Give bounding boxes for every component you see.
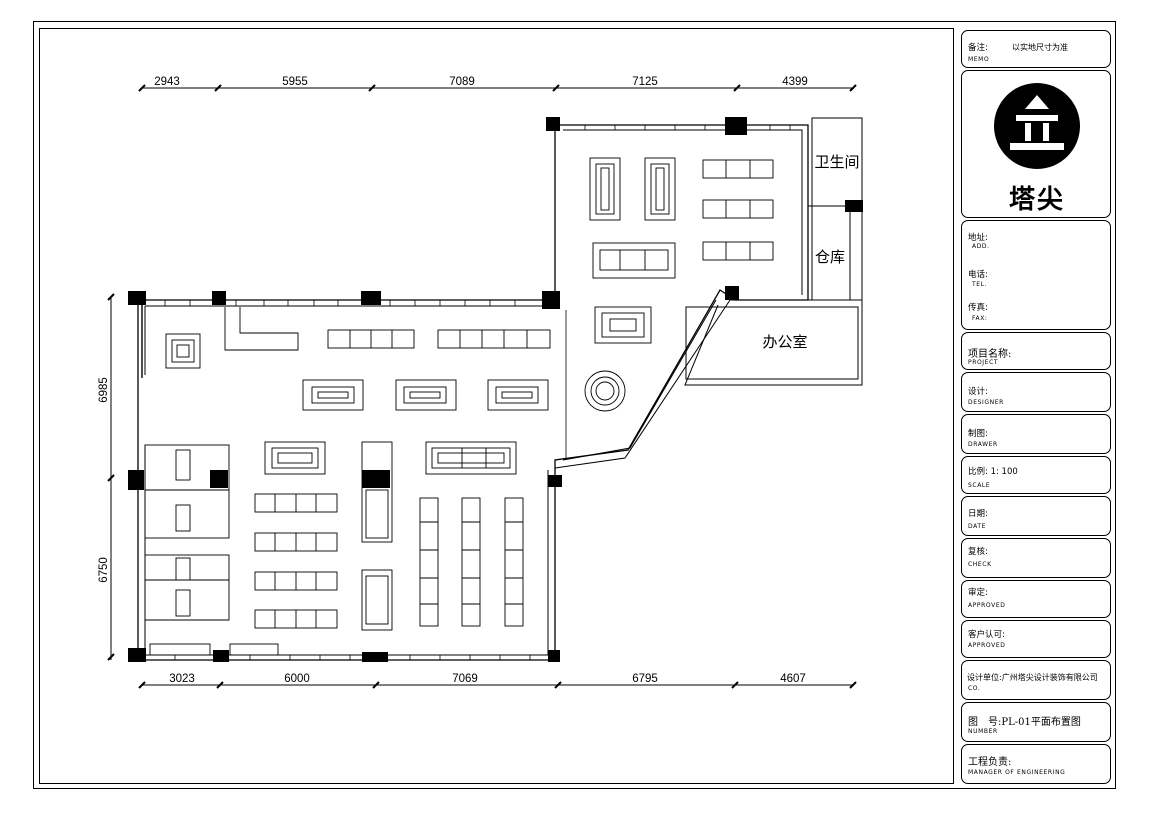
project-cell: 项目名称: PROJECT [961,332,1111,370]
dim-top-1: 2943 [154,76,180,88]
dim-bottom-5: 4607 [780,673,806,685]
approved-label-en: APPROVED [968,602,1006,609]
drawing-area-border [39,28,954,784]
project-label: 项目名称: [968,349,1012,360]
engineering-manager-cell: 工程负责: MANAGER OF ENGINEERING [961,744,1111,784]
office-room [685,306,859,380]
dim-top-2: 5955 [282,76,308,88]
drawing-sheet-border [33,21,1116,789]
tel-label: 电话: [968,270,988,280]
check-cell: 复核: CHECK [961,538,1111,578]
engineering-manager-label-en: MANAGER OF ENGINEERING [968,769,1066,776]
company-cell: 设计单位:广州塔尖设计装饰有限公司 CO. [961,660,1111,700]
dim-bottom-1: 3023 [169,673,195,685]
logo-cell: 塔尖 [961,70,1111,218]
fax-label: 传真: [968,303,988,313]
drawer-label: 制图: [968,429,988,439]
drawer-label-en: DRAWER [968,441,998,448]
scale-cell: 比例: 1: 100 SCALE [961,456,1111,494]
toilet-room [811,117,863,207]
dim-top-4: 7125 [632,76,658,88]
date-label-en: DATE [968,523,987,530]
client-approval-label: 客户认可: [968,630,1005,640]
memo-label: 备注: [968,43,988,53]
tel-label-en: TEL. [972,281,988,288]
dim-left-2: 6750 [98,557,110,583]
project-label-en: PROJECT [968,359,999,366]
date-label: 日期: [968,509,988,519]
scale-label-en: SCALE [968,482,991,489]
drawing-number-label-en: NUMBER [968,728,998,735]
address-label-en: ADD. [972,243,990,250]
check-label-en: CHECK [968,561,992,568]
approved-cell: 审定: APPROVED [961,580,1111,618]
store-fixtures [141,157,774,656]
engineering-manager-label: 工程负责: [968,757,1012,768]
memo-cell: 备注: MEMO 以实地尺寸为准 [961,30,1111,68]
company-logo-icon [994,83,1080,169]
dim-left-1: 6985 [98,377,110,403]
client-approval-cell: 客户认可: APPROVED [961,620,1111,658]
store-outline [137,124,809,661]
client-approval-label-en: APPROVED [968,642,1006,649]
address-label: 地址: [968,233,988,243]
drawing-number-cell: 图 号:PL-01平面布置图 NUMBER [961,702,1111,742]
room-label-toilet: 卫生间 [814,153,859,171]
designer-label-en: DESIGNER [968,399,1004,406]
approved-label: 审定: [968,588,988,598]
fax-label-en: FAX: [972,315,988,322]
contact-cell: 地址: ADD. 电话: TEL. 传真: FAX: [961,220,1111,330]
room-label-office: 办公室 [762,333,807,351]
memo-label-en: MEMO [968,56,990,63]
memo-value: 以实地尺寸为准 [1012,43,1068,52]
logo-text: 塔尖 [1008,185,1065,215]
designer-cell: 设计: DESIGNER [961,372,1111,412]
scale-label: 比例: 1: 100 [968,467,1018,477]
dim-top-3: 7089 [449,76,475,88]
drawing-number-label: 图 号:PL-01平面布置图 [968,717,1081,728]
company-label-en: CO. [968,685,981,692]
check-label: 复核: [968,547,988,557]
dim-bottom-4: 6795 [632,673,658,685]
dim-bottom-3: 7069 [452,673,478,685]
date-cell: 日期: DATE [961,496,1111,536]
structural-columns [128,117,863,662]
company-label: 设计单位:广州塔尖设计装饰有限公司 [967,673,1098,682]
dim-top-5: 4399 [782,76,808,88]
dim-bottom-2: 6000 [284,673,310,685]
designer-label: 设计: [968,387,988,397]
room-label-storage: 仓库 [815,248,845,266]
drawer-cell: 制图: DRAWER [961,414,1111,454]
